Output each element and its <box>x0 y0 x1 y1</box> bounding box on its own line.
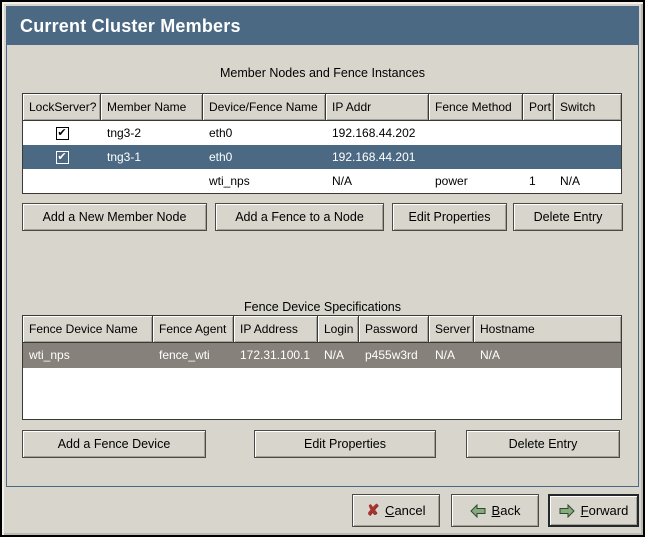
fence-method-cell <box>429 121 523 145</box>
switch-cell: N/A <box>554 169 621 193</box>
red-x-icon <box>366 503 379 518</box>
back-label: Back <box>492 503 521 518</box>
member-name-cell: tng3-1 <box>101 145 203 169</box>
device-fence-name-cell: wti_nps <box>203 169 326 193</box>
hostname-cell: N/A <box>474 343 621 368</box>
member-table-title: Member Nodes and Fence Instances <box>7 66 638 80</box>
device-fence-name-cell: eth0 <box>203 121 326 145</box>
back-button[interactable]: Back <box>451 494 539 527</box>
forward-button[interactable]: Forward <box>548 494 639 527</box>
column-header-port[interactable]: Port <box>523 94 554 121</box>
column-header-fence-agent[interactable]: Fence Agent <box>153 316 234 343</box>
fence-device-name-cell: wti_nps <box>23 343 153 368</box>
fence-devices-table: Fence Device Name Fence Agent IP Address… <box>22 315 622 420</box>
column-header-password[interactable]: Password <box>359 316 429 343</box>
member-name-cell: tng3-2 <box>101 121 203 145</box>
password-cell: p455w3rd <box>359 343 429 368</box>
green-arrow-left-icon <box>470 504 486 518</box>
ip-addr-cell: N/A <box>326 169 429 193</box>
green-arrow-right-icon <box>559 504 575 518</box>
delete-entry-button[interactable]: Delete Entry <box>513 203 623 231</box>
add-new-member-node-button[interactable]: Add a New Member Node <box>22 203 207 231</box>
fence-agent-cell: fence_wti <box>153 343 234 368</box>
port-cell: 1 <box>523 169 554 193</box>
cancel-button[interactable]: Cancel <box>352 494 440 527</box>
port-cell <box>523 145 554 169</box>
empty-table-area <box>23 368 621 419</box>
table-row-selected[interactable]: tng3-1 eth0 192.168.44.201 <box>23 145 621 169</box>
server-cell: N/A <box>429 343 474 368</box>
table-row-selected[interactable]: wti_nps fence_wti 172.31.100.1 N/A p455w… <box>23 343 621 368</box>
fence-method-cell <box>429 145 523 169</box>
fence-method-cell: power <box>429 169 523 193</box>
lockserver-checkbox[interactable] <box>56 151 69 164</box>
column-header-member-name[interactable]: Member Name <box>101 94 203 121</box>
column-header-hostname[interactable]: Hostname <box>474 316 621 343</box>
column-header-fence-method[interactable]: Fence Method <box>429 94 523 121</box>
column-header-ip-addr[interactable]: IP Addr <box>326 94 429 121</box>
fence-table-title: Fence Device Specifications <box>7 300 638 314</box>
content-frame: Current Cluster Members Member Nodes and… <box>6 6 639 487</box>
lockserver-checkbox[interactable] <box>56 127 69 140</box>
member-table-header: LockServer? Member Name Device/Fence Nam… <box>23 94 621 121</box>
column-header-login[interactable]: Login <box>318 316 359 343</box>
cancel-label: Cancel <box>385 503 425 518</box>
device-fence-name-cell: eth0 <box>203 145 326 169</box>
table-row[interactable]: tng3-2 eth0 192.168.44.202 <box>23 121 621 145</box>
table-row[interactable]: wti_nps N/A power 1 N/A <box>23 169 621 193</box>
switch-cell <box>554 121 621 145</box>
member-nodes-table: LockServer? Member Name Device/Fence Nam… <box>22 93 622 194</box>
switch-cell <box>554 145 621 169</box>
ip-addr-cell: 192.168.44.201 <box>326 145 429 169</box>
forward-label: Forward <box>581 503 629 518</box>
column-header-switch[interactable]: Switch <box>554 94 621 121</box>
delete-entry-button-2[interactable]: Delete Entry <box>466 430 620 458</box>
add-fence-to-node-button[interactable]: Add a Fence to a Node <box>215 203 384 231</box>
edit-properties-button[interactable]: Edit Properties <box>392 203 507 231</box>
column-header-device-fence-name[interactable]: Device/Fence Name <box>203 94 326 121</box>
column-header-fence-device-name[interactable]: Fence Device Name <box>23 316 153 343</box>
column-header-ip-address[interactable]: IP Address <box>234 316 318 343</box>
ip-addr-cell: 192.168.44.202 <box>326 121 429 145</box>
edit-properties-button-2[interactable]: Edit Properties <box>254 430 436 458</box>
page-title: Current Cluster Members <box>7 7 638 45</box>
login-cell: N/A <box>318 343 359 368</box>
ip-address-cell: 172.31.100.1 <box>234 343 318 368</box>
column-header-lockserver[interactable]: LockServer? <box>23 94 101 121</box>
member-name-cell <box>101 169 203 193</box>
fence-table-header: Fence Device Name Fence Agent IP Address… <box>23 316 621 343</box>
port-cell <box>523 121 554 145</box>
add-fence-device-button[interactable]: Add a Fence Device <box>22 430 206 458</box>
column-header-server[interactable]: Server <box>429 316 474 343</box>
